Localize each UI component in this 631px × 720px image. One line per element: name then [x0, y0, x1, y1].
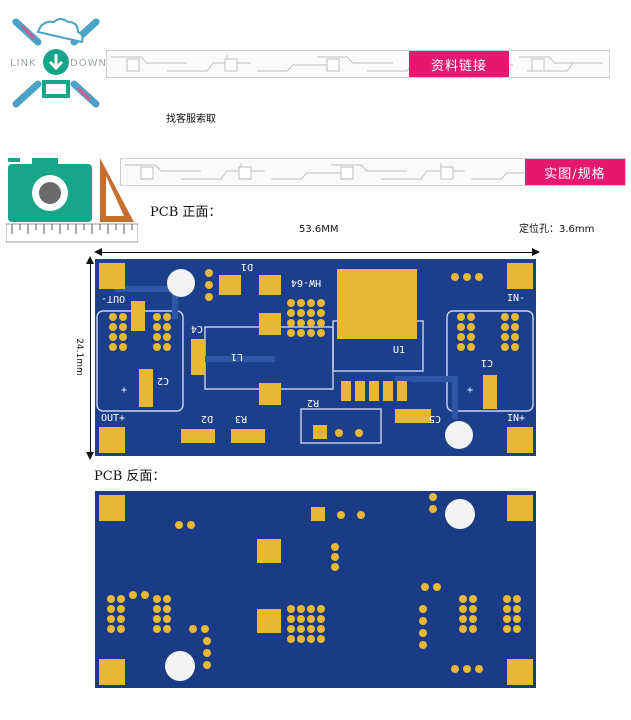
l1-pad-bottom [259, 383, 281, 405]
pad-out-plus [99, 427, 125, 453]
pcb-front: OUT- OUT+ IN- IN+ C4 L1 C2 D1 HW-64 U1 C… [95, 259, 536, 456]
silk-hw: HW-64 [291, 277, 322, 288]
back-pad-mid-bottom [257, 609, 281, 633]
mount-hole-bottom [445, 421, 473, 449]
silk-c5: C5 [429, 413, 442, 424]
front-height-label: 24.1mm [73, 338, 84, 376]
pcb-front-traces [96, 286, 534, 444]
pad-in-minus [507, 263, 533, 289]
d2-pads [181, 429, 215, 443]
c4-pad [191, 339, 205, 375]
c1-pad [483, 375, 497, 409]
logo-text-left: LINK [10, 58, 37, 69]
silk-out-plus: OUT+ [101, 413, 126, 424]
via-header [313, 425, 327, 439]
r3-pads [231, 429, 265, 443]
u1-pad [337, 269, 417, 339]
silk-d2: D2 [201, 413, 214, 424]
pcb-back-vias [107, 493, 521, 673]
banner-links: 资料链接 [106, 50, 610, 78]
back-pad-mid-top [257, 539, 281, 563]
width-dimension-line [96, 252, 536, 253]
silk-in-plus: IN+ [507, 413, 526, 424]
back-pad-tl [99, 495, 125, 521]
c5-pads [395, 409, 431, 423]
height-dimension-line [90, 258, 91, 458]
link-down-logo: LINK DOWN [8, 12, 107, 112]
banner-links-highlight[interactable]: 资料链接 [409, 51, 509, 77]
silk-l1: L1 [231, 351, 244, 362]
front-title: PCB 正面： [150, 205, 222, 220]
silk-out-minus: OUT- [101, 293, 126, 304]
circuit-pattern [111, 55, 603, 72]
camera-ruler-icon [5, 156, 139, 244]
c2-pad [139, 369, 153, 407]
back-pad-bl [99, 659, 125, 685]
banner-specs-highlight[interactable]: 实图/规格 [525, 159, 625, 185]
back-mount-hole-top [445, 499, 475, 529]
silk-plus-c1: + [467, 385, 474, 396]
front-hole-label: 定位孔：3.6mm [519, 224, 595, 235]
d1-pad-a [219, 275, 241, 295]
silk-r3: R3 [235, 413, 248, 424]
banner-specs: 实图/规格 [120, 158, 626, 186]
width-arrow-left [94, 248, 102, 256]
logo-text-right: DOWN [70, 58, 107, 69]
width-arrow-right [532, 248, 540, 256]
service-note: 找客服索取 [166, 114, 216, 125]
silk-c4: C4 [191, 323, 204, 334]
pad-in-plus [507, 427, 533, 453]
d1-pad-b [259, 275, 281, 295]
back-mount-hole-bottom [165, 651, 195, 681]
back-title: PCB 反面： [94, 469, 166, 484]
silk-in-minus: IN- [507, 293, 526, 304]
height-arrow-bottom [86, 452, 94, 460]
height-arrow-top [86, 256, 94, 264]
silk-r2: R2 [307, 397, 320, 408]
back-pad-tr [507, 495, 533, 521]
pad-out-minus [99, 263, 125, 289]
pcb-front-vias [109, 269, 519, 437]
silk-c2: C2 [157, 375, 170, 386]
pcb-back [95, 491, 536, 688]
silk-c1: C1 [481, 357, 494, 368]
back-pad-br [507, 659, 533, 685]
front-width-label: 53.6MM [299, 224, 339, 235]
silk-u1: U1 [393, 345, 406, 356]
silk-plus-c2: + [121, 385, 128, 396]
r2-pads [341, 381, 411, 401]
l1-pad-top [259, 313, 281, 335]
silk-d1: D1 [241, 261, 254, 272]
download-cloud-chain-icon [12, 18, 100, 108]
back-pad-small [311, 507, 325, 521]
mount-hole-top [167, 269, 195, 297]
c2-pad-2 [131, 301, 145, 331]
